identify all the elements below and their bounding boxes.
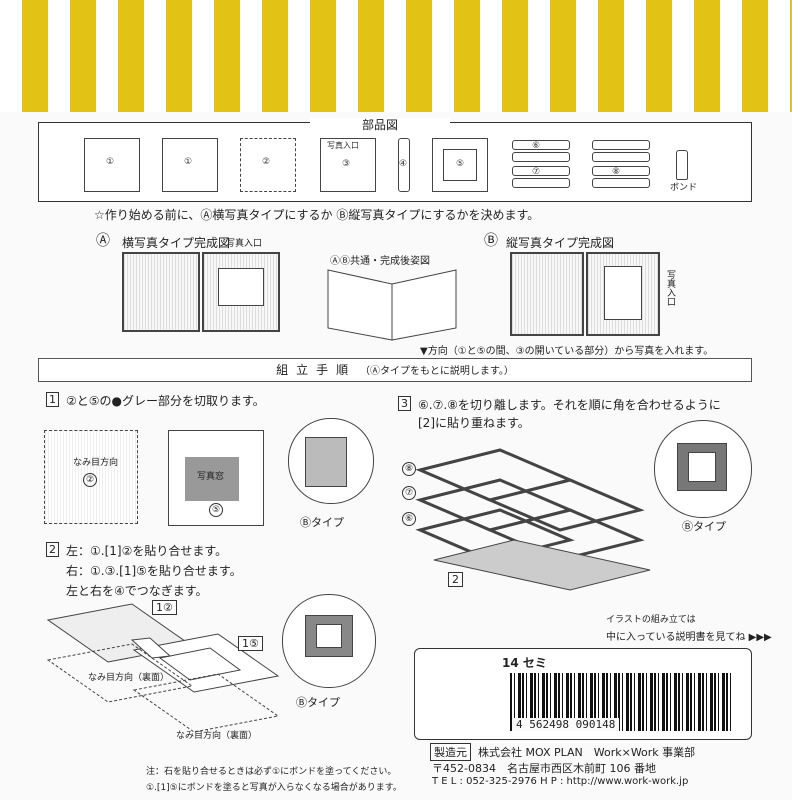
type-a-title: 横写真タイプ完成図 — [122, 236, 231, 250]
part-7b — [512, 178, 570, 188]
step1-part2-label: ② — [83, 473, 97, 487]
part-8d — [592, 178, 650, 188]
part-8b — [592, 152, 650, 162]
maker-label: 製造元 — [430, 743, 471, 761]
striped-banner — [0, 0, 792, 112]
step2-line2: 右：①.③.[1]⑤を貼り合せます。 — [66, 564, 242, 578]
part-7-label: ⑦ — [532, 167, 541, 177]
part-8c — [592, 166, 650, 176]
step3-part-label: 2 — [448, 572, 463, 587]
step1-number: 1 — [46, 392, 59, 407]
step2-typeb-label: Ⓑタイプ — [296, 696, 340, 709]
step3-line1: ⑥.⑦.⑧を切り離します。それを順に角を合わせるように — [418, 398, 721, 412]
step3-label-8: ⑧ — [402, 462, 416, 476]
step3-caption2: 中に入っている説明書を見てね ▶▶▶ — [606, 632, 772, 643]
type-b-photo-slot: 写真入口 — [665, 270, 675, 306]
step1-text: ②と⑤の●グレー部分を切取ります。 — [66, 394, 265, 408]
part-6b — [512, 152, 570, 162]
product-code: 14 セミ — [502, 656, 547, 670]
step2-number: 2 — [46, 542, 59, 557]
type-b-right-frame — [586, 252, 660, 336]
part-2: ② — [240, 138, 296, 192]
parts-diagram-title: 部品図 — [310, 118, 450, 132]
assembly-title: 組立手順 — [276, 363, 357, 377]
step1-part5-label: ⑤ — [209, 503, 223, 517]
type-b-left-frame — [510, 252, 584, 336]
barcode-number: 4 562498 090148 — [512, 718, 620, 731]
part-1a: ① — [84, 138, 140, 192]
intro-text: ☆作り始める前に、Ⓐ横写真タイプにするか Ⓑ縦写真タイプにするかを決めます。 — [94, 208, 540, 222]
part-1b: ① — [162, 138, 218, 192]
parts-diagram — [38, 122, 752, 202]
step1-part2: なみ目方向 ② — [44, 430, 138, 524]
direction-note: ▼方向（①と⑤の間、③の開いている部分）から写真を入れます。 — [420, 346, 714, 357]
part-7a — [512, 166, 570, 176]
step2-label-12: 1② — [152, 600, 177, 615]
step1-grain-label-1: なみ目方向 — [73, 458, 119, 468]
glue-bottle-icon — [676, 150, 688, 180]
step3-typeb-label: Ⓑタイプ — [682, 520, 726, 533]
common-title: ⒶⒷ共通・完成後姿図 — [330, 256, 430, 267]
assembly-subtitle: （Ⓐタイプをもとに説明します。） — [360, 366, 514, 377]
type-b-marker: Ⓑ — [484, 233, 498, 249]
part-8-label: ⑧ — [612, 167, 621, 177]
type-a-marker: Ⓐ — [96, 233, 110, 249]
step1-photo-window: 写真窓 — [197, 472, 225, 482]
address: 〒452-0834 名古屋市西区木前町 106 番地 — [432, 762, 656, 775]
step3-label-6: ⑥ — [402, 512, 416, 526]
glue-label: ボンド — [670, 183, 698, 193]
step2-grain-back-2: なみ目方向（裏面） — [176, 731, 258, 741]
step2-diagram — [46, 603, 280, 733]
type-a-photo-slot: 写真入口 — [226, 239, 263, 249]
step3-diagram — [415, 448, 651, 591]
step2-grain-back-1: なみ目方向（裏面） — [88, 673, 170, 683]
part-6a — [512, 140, 570, 150]
step3-number: 3 — [398, 396, 411, 411]
contact: T E L : 052-325-2976 H P : http://www.wo… — [432, 776, 689, 787]
type-a-left-frame — [122, 252, 200, 332]
step2-note1: 注：石を貼り合せるときは必ず①にボンドを塗ってください。 — [146, 767, 397, 777]
common-back-view — [327, 269, 457, 341]
step3-line2: [2]に貼り重ねます。 — [418, 416, 530, 430]
step3-caption1: イラストの組み立ては — [606, 615, 696, 625]
step1-typeb-label: Ⓑタイプ — [300, 516, 344, 529]
step3-label-7: ⑦ — [402, 486, 416, 500]
company-name: 株式会社 MOX PLAN Work×Work 事業部 — [478, 746, 696, 759]
part-5: ⑤ — [432, 138, 488, 192]
step2-typeb-detail — [282, 594, 376, 688]
step1-typeb-detail — [288, 418, 374, 504]
part-4: ④ — [398, 138, 410, 192]
step2-line1: 左：①.[1]②を貼り合せます。 — [66, 544, 228, 558]
assembly-header: 組立手順 （Ⓐタイプをもとに説明します。） — [38, 358, 752, 382]
step1-part5: 写真窓 ⑤ — [168, 430, 264, 526]
step3-typeb-detail — [654, 420, 752, 518]
part-8a — [592, 140, 650, 150]
step2-label-15: 1⑤ — [238, 636, 263, 651]
type-b-title: 縦写真タイプ完成図 — [506, 236, 615, 250]
part-6-label: ⑥ — [532, 141, 541, 151]
type-a-right-frame — [202, 252, 280, 332]
step2-line3: 左と右を④でつなぎます。 — [66, 584, 208, 598]
step2-note2: ①.[1]⑤にボンドを塗ると写真が入らなくなる場合があります。 — [146, 783, 402, 793]
